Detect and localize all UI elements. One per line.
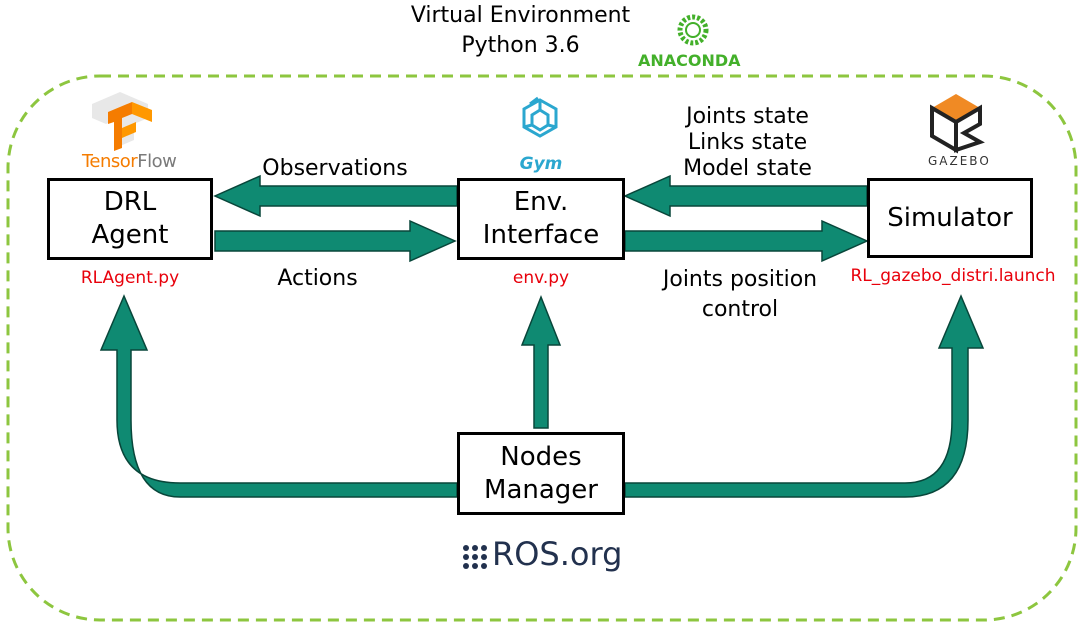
observations-arrow	[213, 174, 458, 218]
simulator-label: Simulator	[887, 202, 1013, 233]
header-line1: Virtual Environment	[410, 3, 631, 28]
nodes-manager-box: Nodes Manager	[457, 432, 625, 515]
nodes-to-agent-arrow	[99, 294, 458, 498]
drl-agent-label: DRL Agent	[91, 187, 169, 250]
env-file-label: env.py	[512, 268, 570, 288]
nodes-to-simulator-arrow	[624, 294, 985, 498]
observations-label: Observations	[262, 156, 408, 181]
gym-icon	[522, 96, 558, 138]
tensorflow-label: TensorFlow	[82, 151, 177, 172]
agent-file-label: RLAgent.py	[80, 268, 180, 288]
anaconda-icon	[677, 14, 709, 46]
virtual-environment-boundary	[6, 74, 1078, 622]
gazebo-label: GAZEBO	[928, 154, 991, 168]
gazebo-icon	[930, 94, 985, 154]
joints-state-label: Joints state	[686, 104, 809, 129]
gym-label: Gym	[519, 154, 563, 174]
ros-label: ROS.org	[492, 535, 623, 573]
drl-agent-box: DRL Agent	[47, 178, 213, 260]
nodes-to-env-arrow	[520, 294, 562, 429]
header-line2: Python 3.6	[461, 33, 580, 58]
tensorflow-icon	[92, 92, 152, 151]
actions-arrow	[214, 219, 457, 263]
env-interface-label: Env. Interface	[482, 187, 600, 250]
joints-position-label-1: Joints position	[662, 267, 818, 292]
nodes-manager-label: Nodes Manager	[484, 441, 598, 505]
joint-control-arrow	[624, 219, 869, 263]
simulator-file-label: RL_gazebo_distri.launch	[850, 266, 1056, 286]
joints-position-label-2: control	[701, 297, 779, 322]
actions-label: Actions	[277, 266, 358, 291]
tensorflow-label-b: Flow	[137, 151, 177, 172]
simulator-box: Simulator	[867, 178, 1033, 258]
ros-dots-icon	[463, 545, 487, 569]
states-arrow	[623, 174, 868, 218]
model-state-label: Model state	[683, 156, 812, 181]
anaconda-label: ANACONDA	[638, 51, 741, 70]
links-state-label: Links state	[687, 130, 808, 155]
tensorflow-label-a: Tensor	[82, 151, 138, 172]
env-interface-box: Env. Interface	[457, 178, 625, 260]
